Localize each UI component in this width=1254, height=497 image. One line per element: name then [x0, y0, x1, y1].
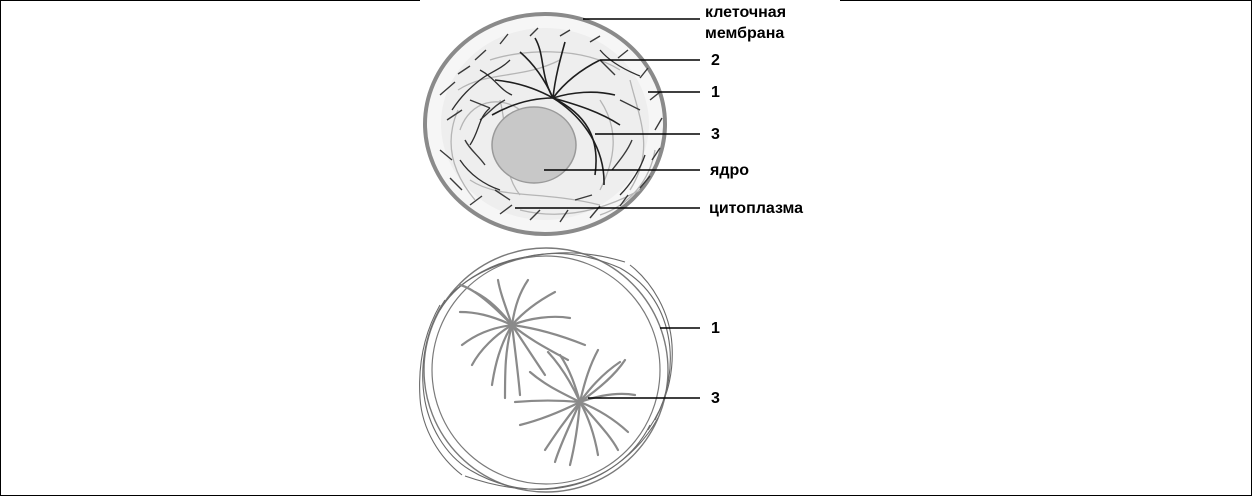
label-top-3: 3: [711, 126, 720, 143]
label-membrane-line2: мембрана: [705, 25, 784, 42]
label-nucleus: ядро: [710, 162, 749, 179]
label-cytoplasm: цитоплазма: [709, 200, 803, 217]
label-top-2: 2: [711, 52, 720, 69]
bottom-cell: [420, 248, 700, 492]
nucleus: [492, 107, 576, 183]
label-bottom-3: 3: [711, 390, 720, 407]
label-membrane-line1: клеточная: [705, 4, 786, 21]
label-bottom-1: 1: [711, 320, 720, 337]
label-top-1: 1: [711, 84, 720, 101]
top-cell: [425, 14, 700, 234]
